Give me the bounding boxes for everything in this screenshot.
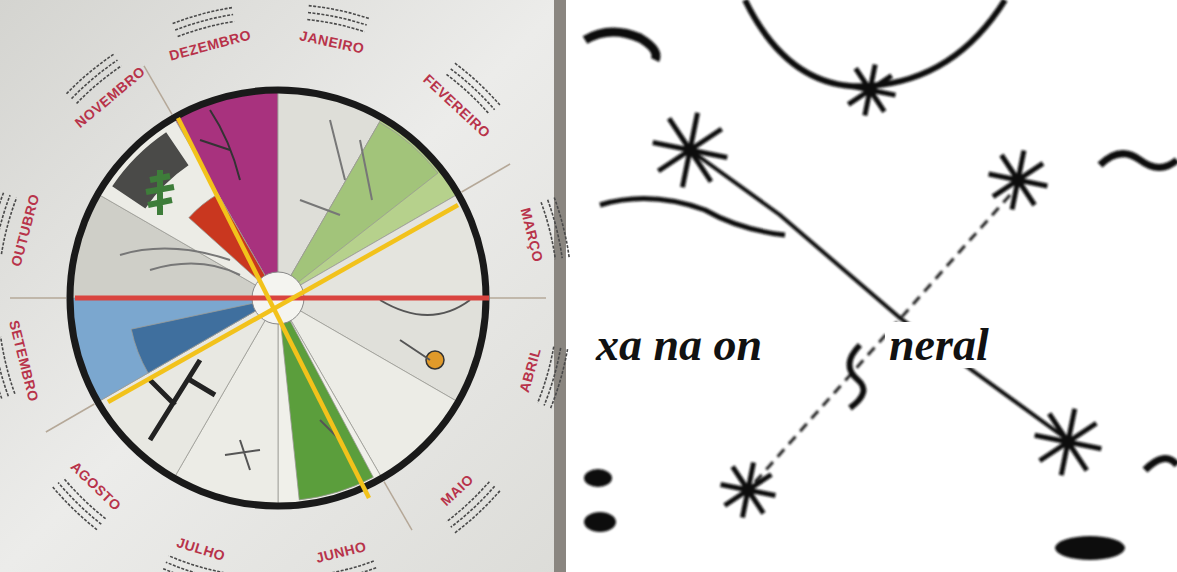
- guide-line: [490, 297, 546, 299]
- dark-band: [112, 132, 188, 208]
- star-center: [742, 484, 754, 496]
- blob: [584, 469, 612, 487]
- star-center: [1012, 174, 1024, 186]
- small-text-marks: [166, 562, 223, 572]
- small-text-marks: [163, 569, 222, 572]
- dashed-path: [748, 195, 1010, 490]
- month-sector: [98, 118, 278, 298]
- guide-line: [10, 297, 66, 299]
- star-symbol: [989, 151, 1048, 210]
- blob: [584, 512, 616, 532]
- calendar-wheel: [0, 6, 569, 572]
- small-text-marks: [0, 339, 2, 399]
- small-text-marks: [309, 6, 369, 19]
- star-symbol: [653, 113, 727, 187]
- scribble: [849, 345, 863, 408]
- small-text-marks: [175, 15, 233, 31]
- green-patch: [278, 298, 373, 500]
- guide-line: [144, 66, 172, 114]
- handwritten-text: neral: [885, 322, 993, 368]
- tree-sketch: [146, 170, 174, 215]
- star-center: [864, 84, 876, 96]
- star-symbol: [1035, 409, 1102, 476]
- small-text-marks: [0, 338, 8, 396]
- sketch-lines: [380, 300, 470, 360]
- star-center: [1062, 436, 1074, 448]
- small-text-marks: [0, 195, 10, 253]
- green-patch: [278, 122, 438, 298]
- small-text-marks: [0, 193, 4, 252]
- blob: [1100, 154, 1177, 168]
- guide-line: [46, 404, 94, 432]
- guide-line: [384, 482, 412, 530]
- small-text-marks: [53, 487, 97, 530]
- sketch-lines: [225, 420, 340, 470]
- blob: [1145, 459, 1177, 470]
- photo-ground: [0, 0, 566, 572]
- month-sector: [278, 298, 382, 506]
- sketch-lines: [120, 249, 240, 275]
- frame-edge: [554, 0, 566, 572]
- small-text-marks: [551, 349, 568, 408]
- guide-line: [462, 164, 510, 192]
- handwritten-text: xa na on: [592, 322, 766, 368]
- blob: [1055, 536, 1125, 560]
- star-symbol: [845, 65, 896, 116]
- small-text-marks: [548, 200, 563, 258]
- small-text-marks: [544, 348, 561, 406]
- blob: [585, 32, 656, 60]
- small-text-marks: [318, 568, 376, 572]
- path-line: [690, 150, 1068, 440]
- month-sector: [70, 298, 278, 402]
- red-axis: [75, 296, 489, 301]
- scribble: [600, 199, 785, 235]
- star-symbols: [653, 65, 1102, 518]
- star-symbol: [721, 463, 776, 518]
- yellow-axis: [108, 205, 458, 402]
- small-text-marks: [554, 197, 569, 257]
- sketch-lines: [300, 120, 372, 215]
- small-text-marks: [455, 491, 500, 533]
- map-sketch: [584, 0, 1177, 560]
- star-center: [684, 144, 696, 156]
- small-text-marks: [173, 8, 232, 24]
